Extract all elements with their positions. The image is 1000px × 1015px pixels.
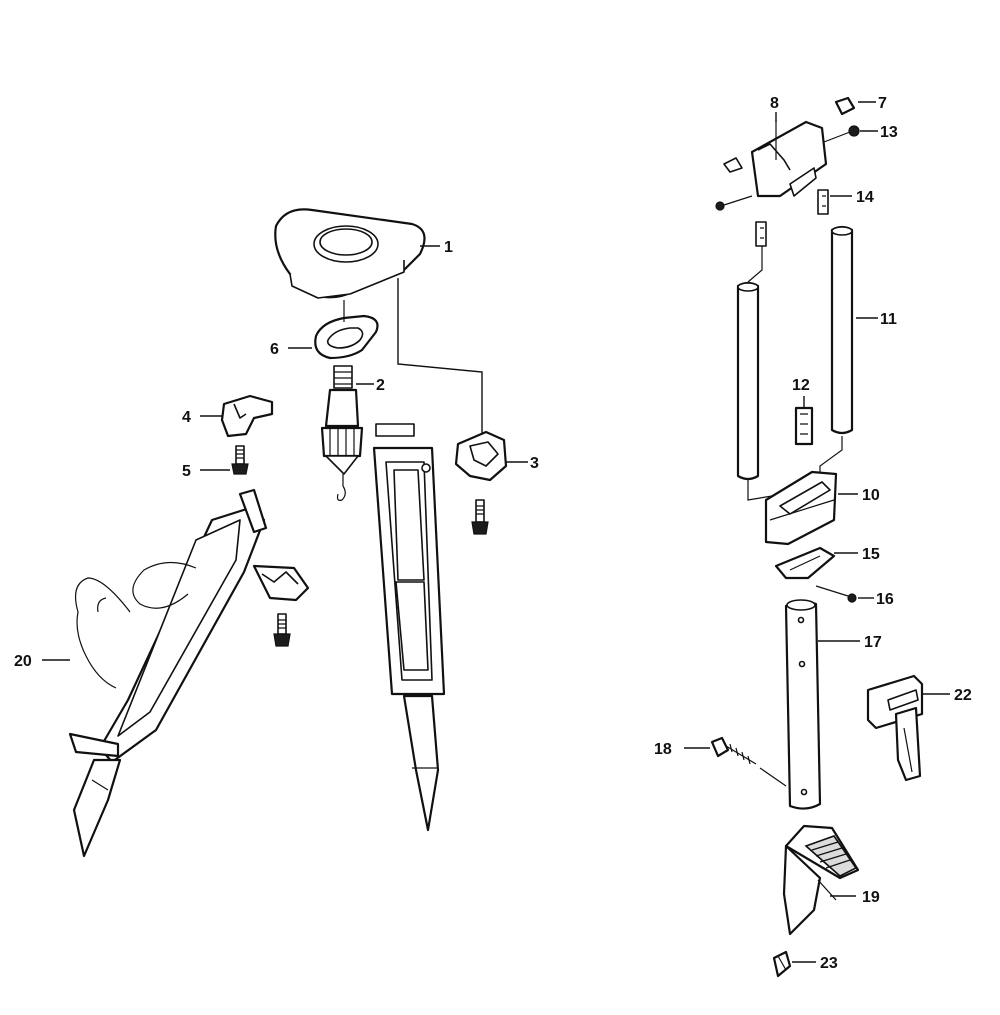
part-14-clip	[755, 189, 829, 247]
part-4-bracket	[220, 394, 274, 438]
label-part-13: 13	[880, 124, 898, 141]
part-22-hook-clip	[866, 674, 924, 782]
label-part-4: 4	[182, 409, 191, 426]
part-8-pole-head	[723, 120, 828, 198]
label-part-17: 17	[864, 634, 882, 651]
part-5-screw	[231, 445, 249, 475]
part-3-clamp-knob	[454, 430, 508, 535]
label-part-18: 18	[654, 741, 672, 758]
part-12-connector	[794, 396, 814, 446]
label-part-19: 19	[862, 889, 880, 906]
label-part-22: 22	[954, 687, 972, 704]
part-10-sleeve	[764, 470, 838, 546]
label-part-10: 10	[862, 487, 880, 504]
label-part-11: 11	[880, 311, 897, 328]
part-16-screw	[815, 585, 857, 603]
part-18-bolt	[710, 736, 787, 787]
label-part-8: 8	[770, 95, 779, 112]
label-part-14: 14	[856, 189, 874, 206]
label-part-3: 3	[530, 455, 539, 472]
tripod-leg-center	[372, 423, 446, 832]
label-part-5: 5	[182, 463, 191, 480]
part-23-tip	[772, 950, 792, 978]
label-part-7: 7	[878, 95, 887, 112]
label-part-2: 2	[376, 377, 385, 394]
part-20-leg-assembly	[68, 488, 310, 858]
label-part-6: 6	[270, 341, 279, 358]
part-19-foot	[782, 824, 860, 936]
part-15-plate	[774, 546, 836, 580]
label-part-23: 23	[820, 955, 838, 972]
leader-part-1-to-3	[397, 278, 483, 440]
part-7-cap	[834, 96, 856, 116]
label-part-20: 20	[14, 653, 32, 670]
part-13-screw-left	[715, 195, 753, 211]
part-1-head-plate	[274, 208, 426, 299]
part-6-oval-spacer	[314, 300, 379, 360]
part-13-screw	[823, 125, 860, 143]
label-part-15: 15	[862, 546, 880, 563]
part-11-tubes	[736, 225, 854, 501]
label-part-16: 16	[876, 591, 894, 608]
part-17-main-tube	[784, 599, 822, 810]
part-2-plumb-adjuster	[320, 365, 364, 501]
label-part-1: 1	[444, 239, 453, 256]
label-part-12: 12	[792, 377, 810, 394]
